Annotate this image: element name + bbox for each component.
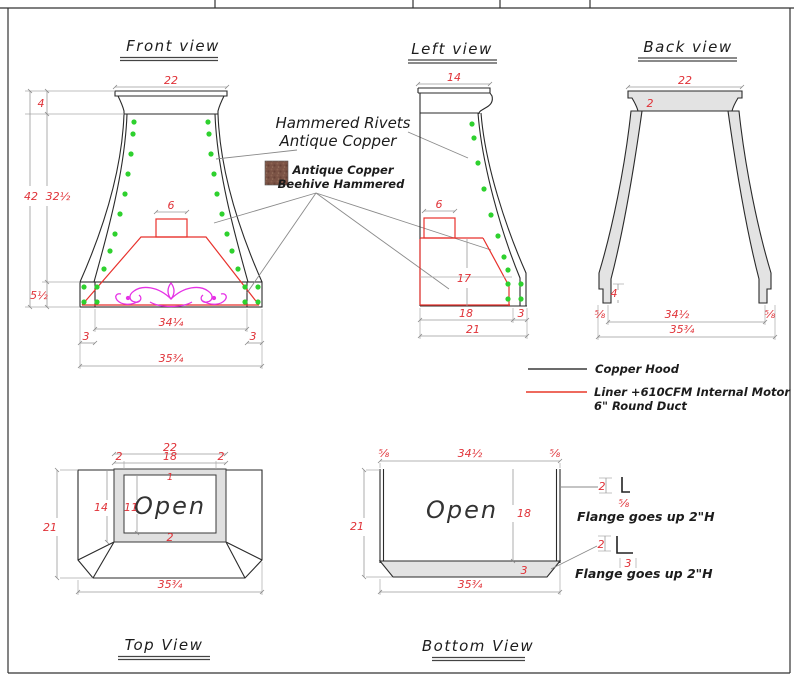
dim-bottom-total-depth: 21 xyxy=(350,520,364,533)
dim-top-band-left: 2 xyxy=(116,450,123,463)
dim-back-crown-lip: 2 xyxy=(647,97,654,110)
dim-flange-bot-w: 3 xyxy=(625,557,632,570)
back-crown xyxy=(627,90,743,112)
dim-bottom-wall-right: ⅝ xyxy=(550,447,561,460)
dim-flange-top-h: 2 xyxy=(599,480,606,493)
bottom-open-label: Open xyxy=(426,496,498,524)
legend: Copper Hood Liner +610CFM Internal Motor… xyxy=(526,362,791,413)
front-crown xyxy=(114,90,228,115)
front-rivets xyxy=(81,119,261,305)
dim-back-flange-left: ⅝ xyxy=(595,308,606,321)
dim-top-band-back: 1 xyxy=(167,472,173,483)
dim-front-band-height: 5½ xyxy=(30,289,48,302)
dim-front-body-height: 32½ xyxy=(46,190,71,203)
top-dim-text: 22 2 18 2 1 14 11 2 21 35¾ xyxy=(43,441,225,591)
back-view: Back view 22 2 4 ⅝ ⅝ 34½ 35¾ xyxy=(595,38,778,340)
finish-leaders xyxy=(213,192,492,294)
dim-front-offset-left: 3 xyxy=(83,330,90,343)
top-dim-lines xyxy=(54,451,265,595)
dim-front-total-height: 42 xyxy=(24,190,38,203)
dim-flange-top-w: ⅝ xyxy=(619,497,630,510)
front-dim-lines xyxy=(25,84,265,369)
dim-left-duct-width: 6 xyxy=(436,198,443,211)
bottom-view: Open xyxy=(350,447,715,662)
back-leg-right xyxy=(727,110,772,304)
front-view: Front view xyxy=(24,37,265,369)
finish-note-line2: Beehive Hammered xyxy=(278,177,405,191)
legend-liner-label-line2: 6" Round Duct xyxy=(594,399,687,413)
back-dim-lines xyxy=(595,84,778,340)
bottom-front-band xyxy=(378,560,562,578)
left-view: Left view xyxy=(408,40,530,339)
left-dim-text: 14 6 17 18 3 21 xyxy=(436,71,525,336)
dim-bottom-band-depth: 3 xyxy=(521,564,528,577)
legend-liner-label-line1: Liner +610CFM Internal Motor xyxy=(594,385,791,399)
dim-top-opening-depth: 11 xyxy=(124,501,138,514)
dim-front-inner-width: 34¼ xyxy=(159,316,184,329)
dim-front-top-width: 22 xyxy=(164,74,178,87)
top-view: Open 22 2 18 2 1 14 11 2 xyxy=(43,441,265,661)
dim-flange-bot-h: 2 xyxy=(598,538,605,551)
dim-top-band-front: 2 xyxy=(167,531,174,544)
top-open-label: Open xyxy=(134,492,206,520)
dim-left-total-depth: 21 xyxy=(466,323,480,336)
front-view-title: Front view xyxy=(126,37,220,55)
dim-top-crown-width: 22 xyxy=(163,441,177,454)
dim-back-top-width: 22 xyxy=(678,74,692,87)
flange-bottom-note: Flange goes up 2"H xyxy=(575,566,713,581)
left-dim-lines xyxy=(415,81,530,339)
dim-bottom-inner-width: 34½ xyxy=(458,447,483,460)
dim-front-offset-right: 3 xyxy=(250,330,257,343)
dim-front-duct-width: 6 xyxy=(168,199,175,212)
copper-finish-swatch xyxy=(264,160,289,186)
flange-bottom-glyph xyxy=(616,536,633,554)
dim-left-liner-height: 17 xyxy=(457,272,471,285)
dim-left-inner-depth: 18 xyxy=(459,307,473,320)
finish-note-line1: Antique Copper xyxy=(291,163,394,177)
dim-back-foot-height: 4 xyxy=(611,287,618,300)
annotations: Hammered Rivets Antique Copper Antique C… xyxy=(213,114,492,294)
dim-left-top-width: 14 xyxy=(447,71,461,84)
left-rivets xyxy=(469,121,524,302)
flange-top-note: Flange goes up 2"H xyxy=(577,509,715,524)
dim-top-crown-depth: 14 xyxy=(94,501,108,514)
back-leg-left xyxy=(598,110,643,304)
top-opening xyxy=(123,474,217,534)
front-ornament xyxy=(115,281,227,308)
dim-top-band-right: 2 xyxy=(218,450,225,463)
top-view-title: Top View xyxy=(125,636,204,654)
bottom-dim-text: ⅝ 34½ ⅝ 21 18 3 35¾ 2 ⅝ 2 3 xyxy=(350,447,632,591)
left-view-title: Left view xyxy=(411,40,493,58)
flange-top-glyph xyxy=(621,477,630,493)
left-crown xyxy=(418,87,493,115)
dim-top-outer-width: 35¾ xyxy=(158,578,183,591)
rivets-note-line1: Hammered Rivets xyxy=(276,114,411,132)
legend-copper-label: Copper Hood xyxy=(595,362,680,376)
dim-back-outer-width: 35¾ xyxy=(670,323,695,336)
dim-back-flange-right: ⅝ xyxy=(765,308,776,321)
front-liner xyxy=(81,218,260,306)
front-band xyxy=(79,281,263,308)
rivets-note-line2: Antique Copper xyxy=(279,132,398,150)
dim-back-inner-width: 34½ xyxy=(665,308,690,321)
dim-bottom-wall-left: ⅝ xyxy=(379,447,390,460)
dim-left-flange-depth: 3 xyxy=(518,307,525,320)
bottom-dim-lines xyxy=(361,458,637,595)
dim-front-crown-height: 4 xyxy=(38,97,45,110)
dim-front-outer-width: 35¾ xyxy=(159,352,184,365)
dim-bottom-inner-depth: 18 xyxy=(517,507,531,520)
back-view-title: Back view xyxy=(643,38,732,56)
dim-top-total-depth: 21 xyxy=(43,521,57,534)
dim-top-opening-width: 18 xyxy=(163,450,177,463)
bottom-view-title: Bottom View xyxy=(422,637,534,655)
dim-bottom-outer-width: 35¾ xyxy=(458,578,483,591)
front-dim-text: 22 4 42 32½ 5½ 6 34¼ 3 3 35¾ xyxy=(24,74,257,365)
back-dim-text: 22 2 4 ⅝ ⅝ 34½ 35¾ xyxy=(595,74,776,336)
